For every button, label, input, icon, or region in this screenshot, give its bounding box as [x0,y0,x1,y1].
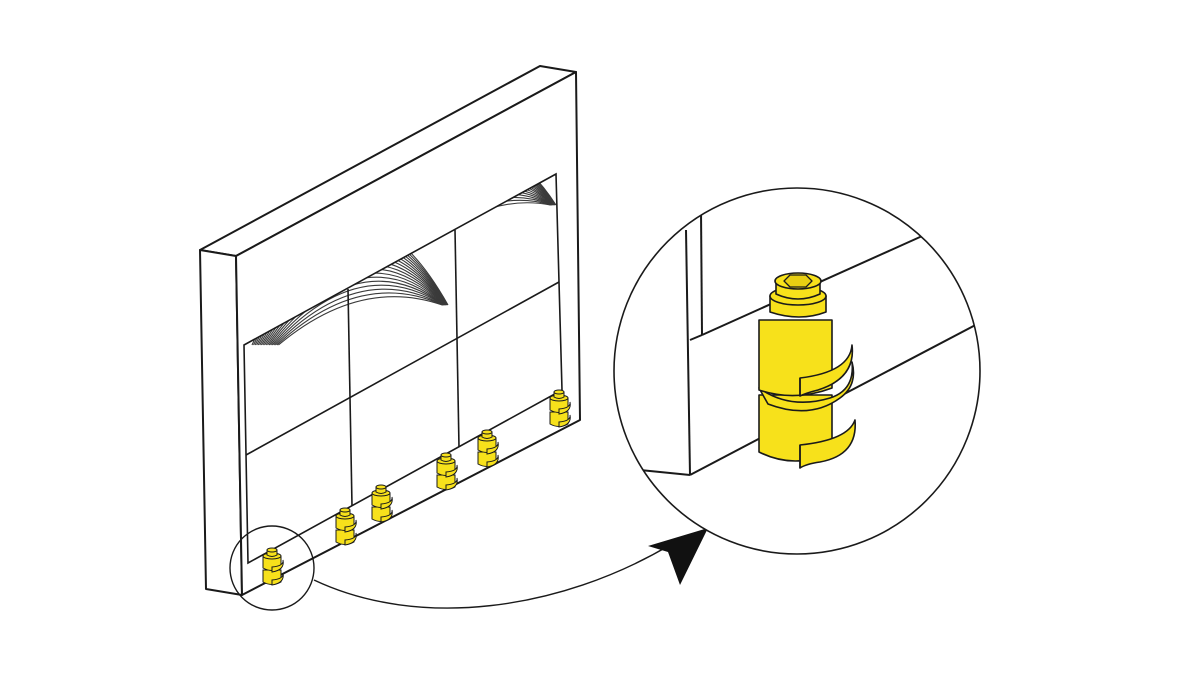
hex-head-icon [774,272,822,300]
small-spacer [549,389,571,428]
tile-seam-vertical-1 [347,288,353,507]
arc-line [271,280,444,346]
tile-seam-horizontal [245,281,560,456]
arc-line [278,296,443,346]
tile-seam-vertical-2 [454,229,460,448]
small-spacer [371,484,393,523]
small-spacer [477,429,499,468]
arc-line [276,292,443,346]
callout-large-circle [613,187,981,555]
callout-small-circle [229,525,315,611]
small-spacer [262,547,284,586]
leveling-spacers [262,389,571,586]
arc-line [273,284,444,346]
panel-side-face [199,249,243,596]
arrow-icon [648,528,708,585]
arc-line [274,288,444,346]
small-spacer [335,507,357,546]
magnified-detail [614,188,980,554]
small-spacer [436,452,458,491]
spiral-leveling-spacer-icon [758,272,856,469]
callout-connector-line [313,544,671,609]
